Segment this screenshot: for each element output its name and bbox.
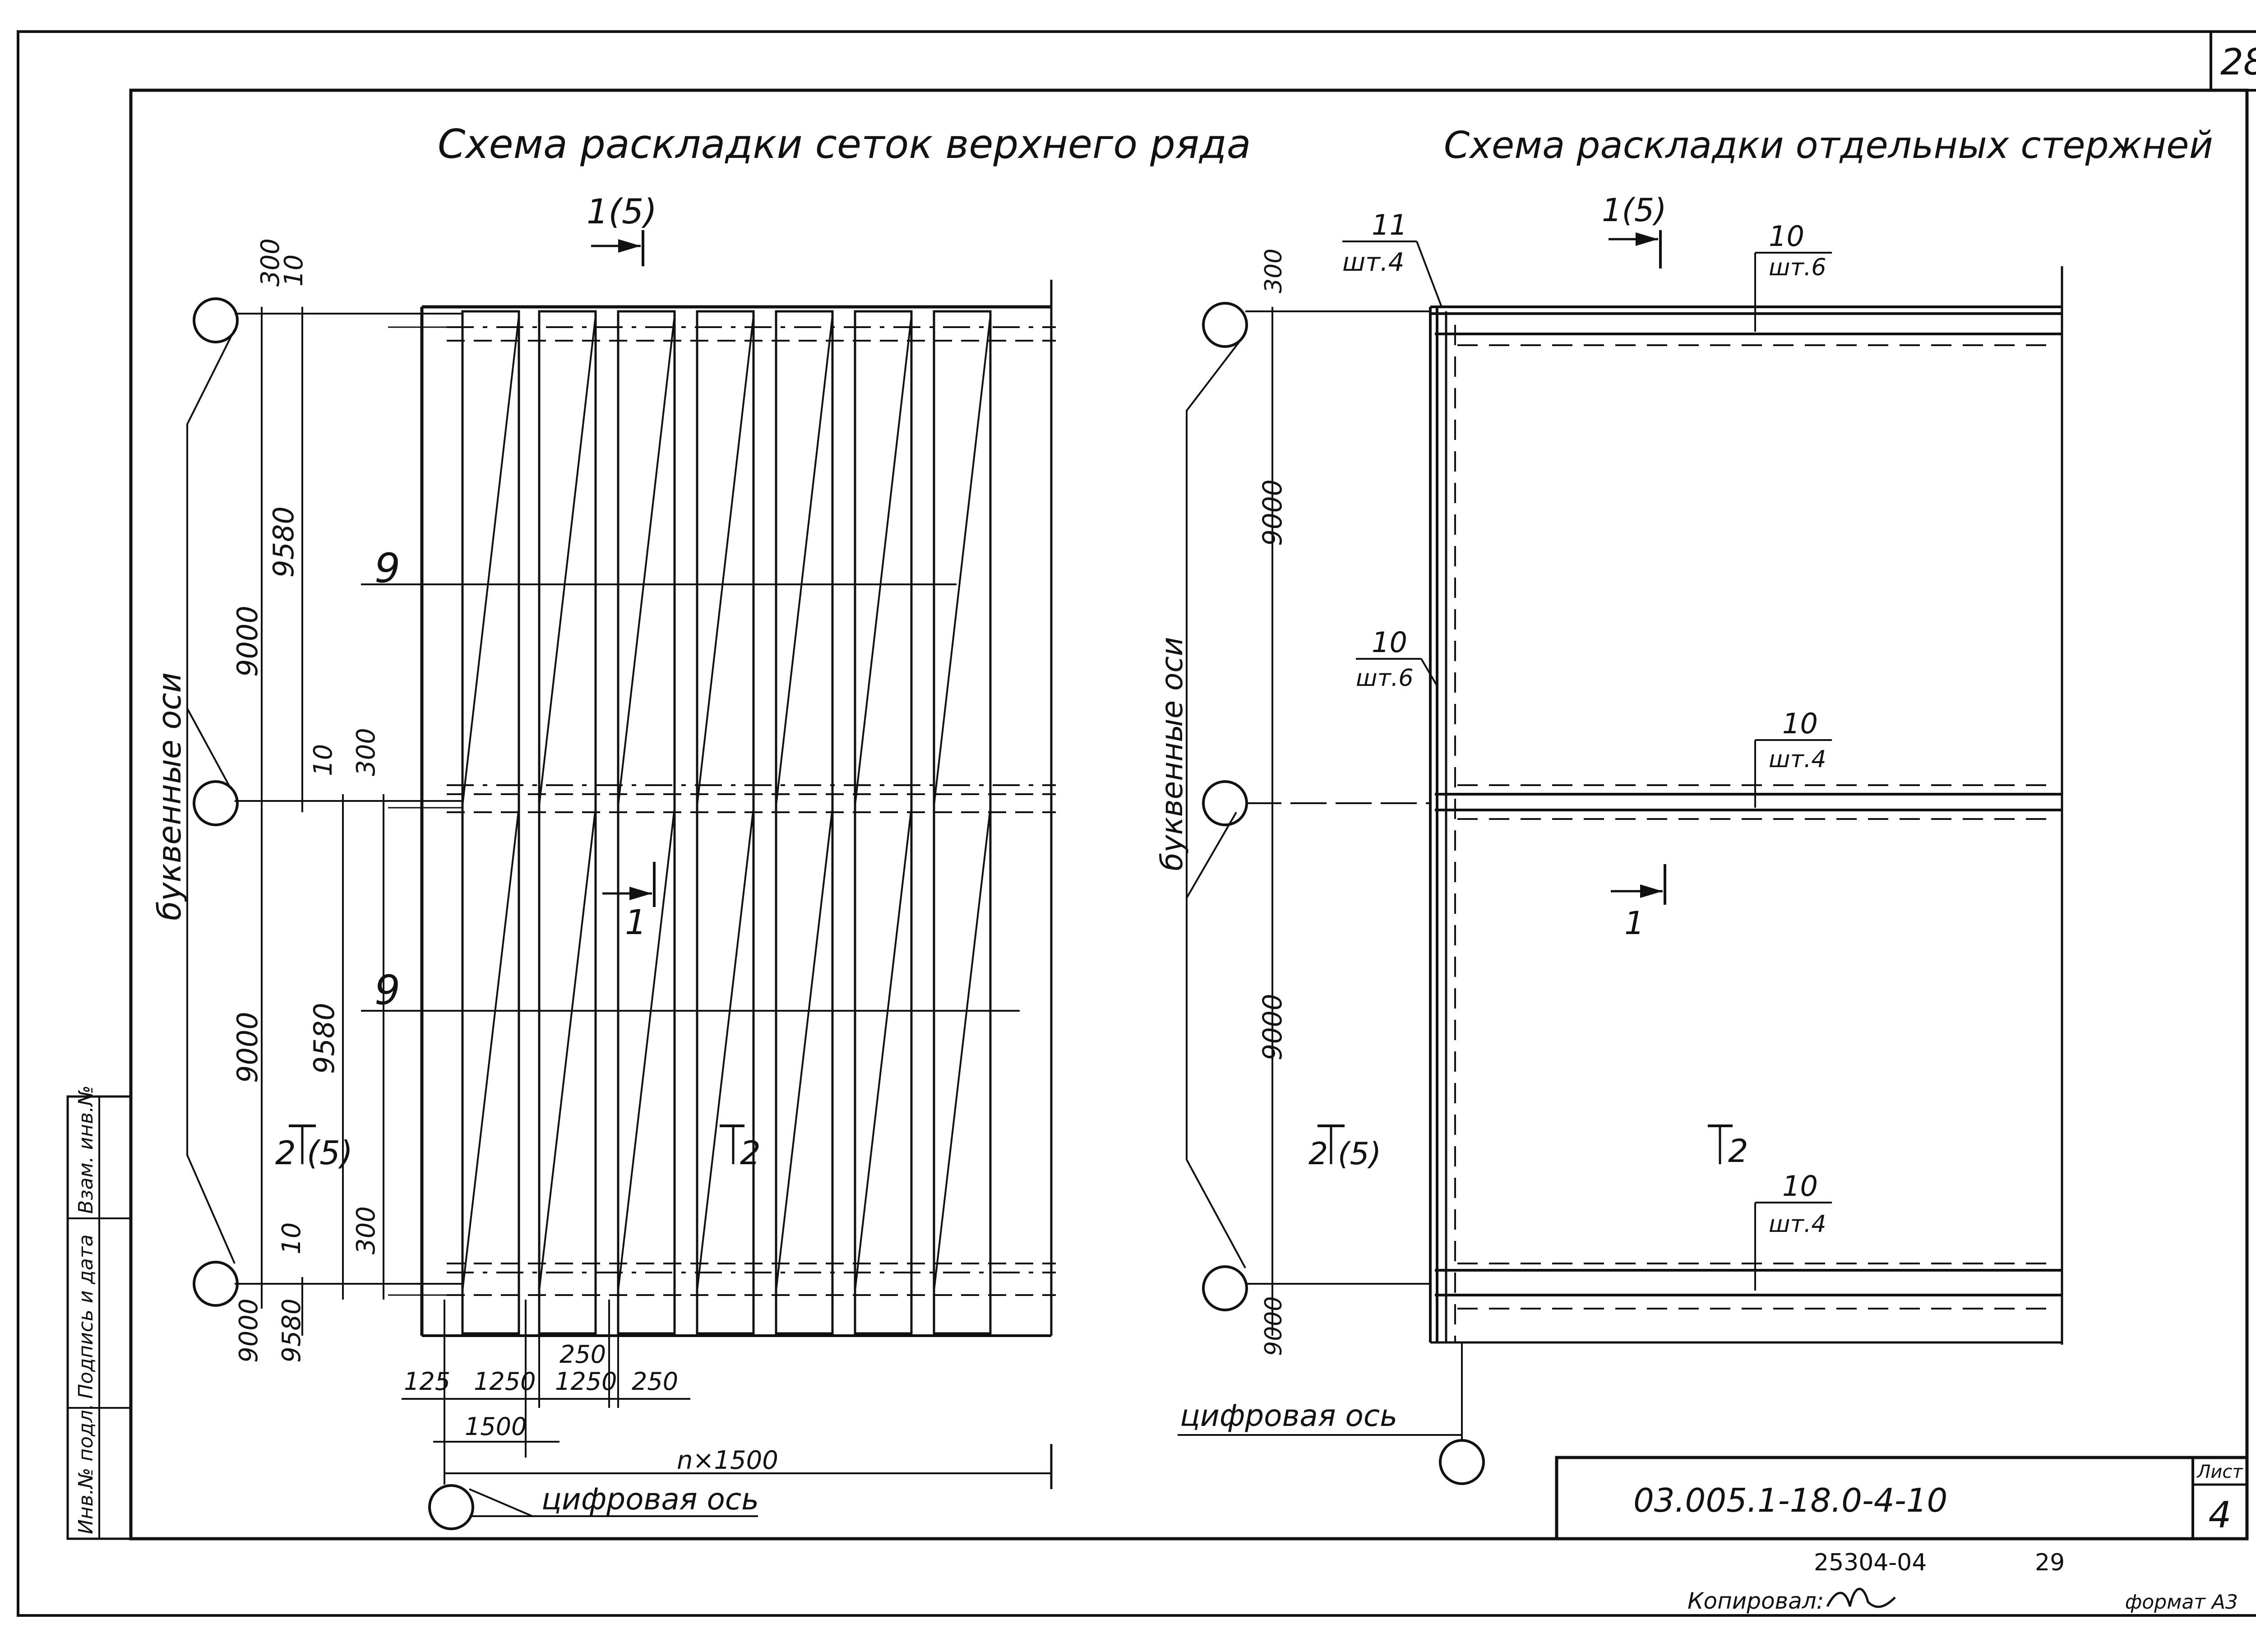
right-section-side: 2 <box>1308 1136 1328 1172</box>
right-callout-low-qty: шт.4 <box>1769 1211 1826 1238</box>
left-dim-9000-c: 9000 <box>234 1298 264 1363</box>
right-callout-mid-num: 10 <box>1782 707 1818 740</box>
left-section-top: 1(5) <box>587 191 657 231</box>
right-letter-axes-label: буквенные оси <box>1155 637 1189 871</box>
right-letter-axis-circle-3 <box>1202 1265 1248 1311</box>
right-digit-axis-label: цифровая ось <box>1180 1398 1397 1433</box>
left-dim-250-a: 250 <box>559 1340 606 1369</box>
list-number: 4 <box>2209 1494 2232 1536</box>
mesh-strips <box>420 280 1053 1337</box>
left-section-side-ref: (5) <box>307 1134 353 1172</box>
right-callout-left-num: 10 <box>1372 626 1407 659</box>
side-field-inv: Инв.№ подл. <box>74 1403 97 1534</box>
left-dim-1500: 1500 <box>465 1412 527 1441</box>
right-dim-9000-c: 9000 <box>1260 1296 1287 1356</box>
left-dim-lines <box>261 307 384 1336</box>
left-dim-125: 125 <box>404 1367 450 1396</box>
left-dim-9000-b: 9000 <box>231 1012 264 1083</box>
left-digit-axis-circle <box>428 1484 474 1530</box>
mesh-diagonals <box>462 315 991 1291</box>
right-callout-mid-qty: шт.4 <box>1769 746 1826 773</box>
right-callout-top-qty: шт.6 <box>1769 254 1826 281</box>
right-axis-lines <box>1245 307 1463 1442</box>
mesh-dashed-lines <box>447 326 1056 1296</box>
right-callout-11-qty: шт.4 <box>1342 248 1404 277</box>
right-section-top: 1(5) <box>1602 192 1667 229</box>
stamp-code: 03.005.1-18.0-4-10 <box>1633 1481 1947 1519</box>
right-callout-low-num: 10 <box>1782 1170 1818 1203</box>
left-dim-9580-b: 9580 <box>308 1003 341 1074</box>
sheet-frame <box>17 30 2256 1617</box>
left-dim-mid-300: 300 <box>351 728 381 776</box>
right-letter-axis-circle-1 <box>1202 302 1248 348</box>
right-digit-axis-circle <box>1439 1439 1485 1485</box>
left-digit-axis-label: цифровая ось <box>541 1482 759 1517</box>
right-letter-axes-bracket <box>1186 333 1246 1268</box>
left-letter-axis-circle-1 <box>193 297 239 343</box>
corner-page-number: 28 <box>2220 41 2256 83</box>
right-bars <box>1429 266 2063 1345</box>
left-dim-9580-c: 9580 <box>277 1298 306 1363</box>
left-dim-250-b: 250 <box>632 1367 678 1396</box>
right-scheme-title: Схема раскладки отдельных стержней <box>1444 124 2213 167</box>
copier-signature <box>1826 1587 1896 1608</box>
left-mesh-mark-2: 9 <box>374 967 400 1014</box>
left-letter-axes-bracket <box>186 329 236 1264</box>
left-axis-lines <box>235 313 462 1296</box>
right-section-mid: 1 <box>1624 905 1645 942</box>
left-letter-axis-circle-3 <box>193 1261 239 1307</box>
right-section-side-ref: (5) <box>1338 1136 1381 1172</box>
right-callout-top-num: 10 <box>1769 220 1804 253</box>
left-dim-low-300: 300 <box>351 1206 381 1254</box>
right-dim-300: 300 <box>1260 249 1287 293</box>
list-label: Лист <box>2196 1462 2243 1482</box>
left-dim-top-300: 300 <box>256 238 285 287</box>
right-dim-9000-a: 9000 <box>1257 479 1288 546</box>
left-dim-low-10: 10 <box>277 1222 306 1254</box>
left-dim-9000-a: 9000 <box>231 606 264 677</box>
left-letter-axes-label: буквенные оси <box>151 672 188 921</box>
side-field-replace: Взам. инв.№ <box>74 1085 97 1214</box>
left-section-mid: 1 <box>625 902 647 942</box>
left-letter-axis-circle-2 <box>193 780 239 826</box>
right-callout-11-num: 11 <box>1372 208 1407 241</box>
archive-number: 25304-04 <box>1814 1549 1927 1576</box>
right-section-inner: 2 <box>1728 1133 1748 1170</box>
right-letter-axis-circle-2 <box>1202 780 1248 826</box>
left-dim-9580-a: 9580 <box>267 506 300 578</box>
side-block <box>66 1095 132 1540</box>
left-scheme-title: Схема раскладки сеток верхнего ряда <box>438 121 1251 167</box>
left-dim-top-10: 10 <box>279 255 309 287</box>
left-dim-mid-10: 10 <box>309 744 338 776</box>
right-dim-9000-b: 9000 <box>1257 994 1288 1060</box>
copied-label: Копировал: <box>1687 1588 1824 1614</box>
left-dim-1250-a: 1250 <box>474 1367 536 1396</box>
side-field-signature: Подпись и дата <box>74 1235 97 1399</box>
left-section-inner: 2 <box>740 1134 761 1172</box>
left-dim-1250-b: 1250 <box>555 1367 617 1396</box>
title-block <box>1555 1456 2249 1541</box>
archive-page: 29 <box>2035 1549 2065 1576</box>
format-label: формат А3 <box>2125 1591 2238 1614</box>
left-dim-total: n×1500 <box>677 1446 778 1475</box>
left-section-side: 2 <box>275 1134 296 1172</box>
right-callout-left-qty: шт.6 <box>1356 665 1414 692</box>
left-bottom-dims <box>402 1300 1053 1489</box>
